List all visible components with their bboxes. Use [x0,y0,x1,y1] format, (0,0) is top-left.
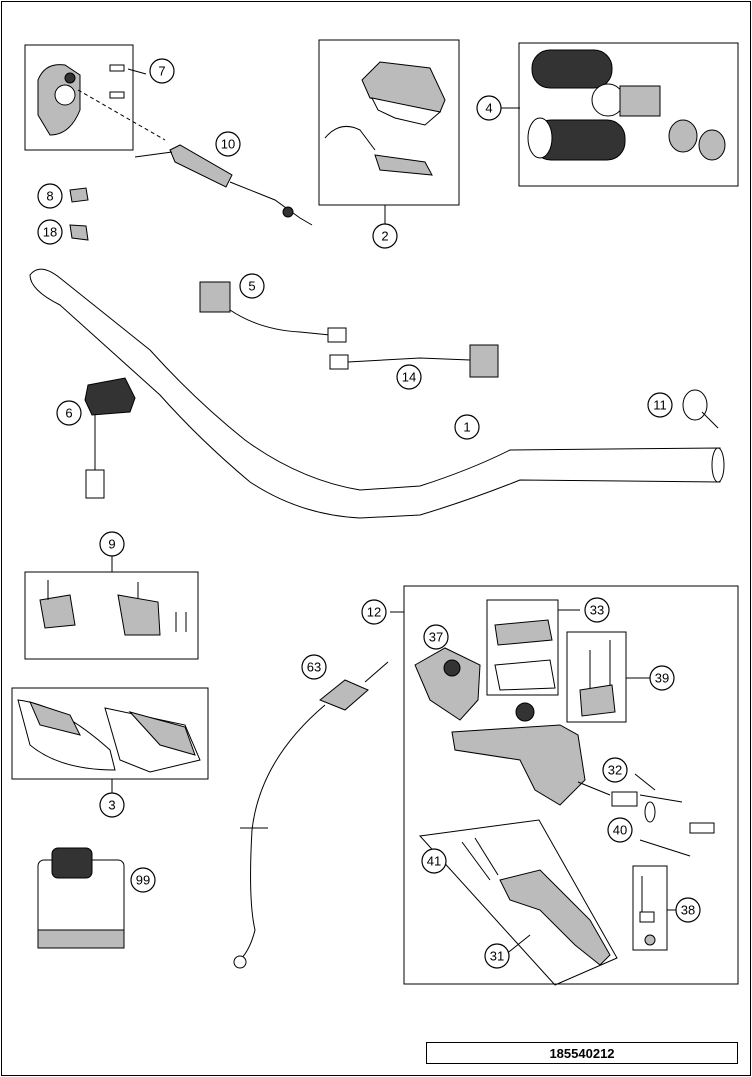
callout-14-label: 14 [402,370,416,385]
handlebar [29,268,725,519]
switch-housing-2 [324,61,446,176]
callout-37-label: 37 [429,630,443,645]
callout-63-label: 63 [307,660,321,675]
callout-31[interactable]: 31 [484,943,510,969]
group-box-lever-31 [418,819,618,986]
clamp-bolts-39 [579,640,616,717]
callout-12-label: 12 [367,605,381,620]
callout-5[interactable]: 5 [239,273,265,299]
callout-40-label: 40 [613,823,627,838]
master-cylinder-12 [451,702,586,806]
callout-99-label: 99 [136,873,150,888]
callout-99[interactable]: 99 [130,867,156,893]
callout-10-label: 10 [221,137,235,152]
group-box-handguards [11,687,209,780]
callout-3-label: 3 [108,798,115,813]
callout-2[interactable]: 2 [372,223,398,249]
brake-fluid-bottle [37,847,125,949]
callout-41[interactable]: 41 [421,848,447,874]
callout-41-label: 41 [427,854,441,869]
brake-line-63 [233,661,389,969]
callout-18[interactable]: 18 [37,219,63,245]
group-box-reservoir-cap [486,599,559,696]
callout-33[interactable]: 33 [584,597,610,623]
callout-33-label: 33 [590,603,604,618]
throttle-cable [134,144,313,226]
callout-32[interactable]: 32 [602,757,628,783]
callout-37[interactable]: 37 [423,624,449,650]
document-number: 185540212 [426,1042,738,1064]
group-box-bolt-38 [632,865,668,951]
lever-31 [461,837,611,966]
callout-11[interactable]: 11 [647,392,673,418]
callout-2-label: 2 [381,229,388,244]
switch-14 [329,344,499,378]
reservoir-cap-33 [494,619,556,691]
handguards-3 [17,699,201,773]
callout-63[interactable]: 63 [301,654,327,680]
group-box-brake-master [403,585,739,985]
switch-6 [84,377,136,499]
grip-set [527,49,726,161]
callout-6[interactable]: 6 [56,400,82,426]
callout-3[interactable]: 3 [99,792,125,818]
group-box-switch-2 [318,39,460,206]
callout-39[interactable]: 39 [649,665,675,691]
callout-8-label: 8 [46,189,53,204]
callout-38-label: 38 [681,903,695,918]
callout-8[interactable]: 8 [37,183,63,209]
callout-12[interactable]: 12 [361,599,387,625]
clamp-37 [414,647,481,721]
callout-4[interactable]: 4 [476,95,502,121]
group-box-grips [518,42,739,187]
callout-40[interactable]: 40 [607,817,633,843]
callout-5-label: 5 [248,279,255,294]
callout-39-label: 39 [655,671,669,686]
callout-7[interactable]: 7 [149,58,175,84]
callout-9-label: 9 [108,537,115,552]
group-box-clamp-39 [566,631,627,723]
callout-32-label: 32 [608,763,622,778]
piston-kit-32 [577,781,638,807]
callout-9[interactable]: 9 [99,531,125,557]
clip-18 [69,224,89,241]
callout-14[interactable]: 14 [396,364,422,390]
callout-11-label: 11 [653,398,667,413]
clamp-set-9 [39,580,187,636]
clip-8 [69,187,89,203]
callout-4-label: 4 [485,101,492,116]
callout-38[interactable]: 38 [675,897,701,923]
callout-18-label: 18 [43,225,57,240]
throttle-housing [37,64,166,141]
callout-1-label: 1 [463,420,470,435]
group-box-throttle [24,44,134,151]
pushrod-40 [644,801,715,834]
callout-10[interactable]: 10 [215,131,241,157]
kill-switch-5 [199,281,347,343]
leader-lines [111,107,676,956]
bolt-38 [639,876,656,946]
callout-7-label: 7 [158,64,165,79]
callout-1[interactable]: 1 [454,414,480,440]
cable-tie-11 [682,389,719,429]
callout-31-label: 31 [490,949,504,964]
callout-6-label: 6 [65,406,72,421]
